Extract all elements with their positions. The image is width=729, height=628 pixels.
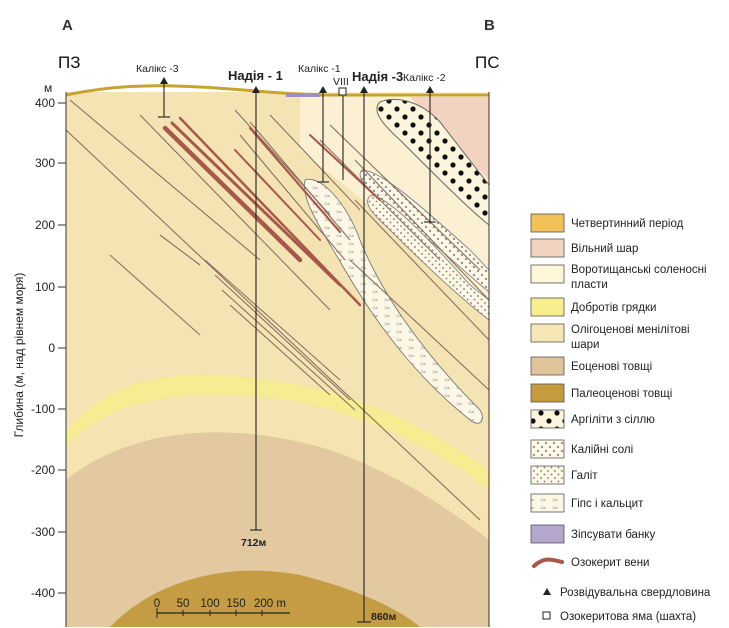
scale-label: 0 bbox=[154, 598, 160, 610]
y-tick-label: -400 bbox=[31, 586, 55, 600]
well-marker-icon bbox=[426, 86, 434, 93]
legend-label: Воротищанські соленосні пласти bbox=[571, 264, 710, 291]
legend-label: Галіт bbox=[571, 470, 598, 482]
legend-well-icon bbox=[543, 588, 551, 595]
legend-label: Калійні солі bbox=[571, 444, 633, 456]
y-tick-label: 100 bbox=[35, 280, 55, 294]
legend-label-line: шари bbox=[571, 339, 599, 351]
legend-swatch-menilite bbox=[531, 324, 564, 342]
scale-label: 150 bbox=[226, 598, 245, 610]
y-tick-label: -100 bbox=[31, 402, 55, 416]
legend-swatch-dobrotiv bbox=[531, 298, 564, 316]
legend-swatch-quaternary bbox=[531, 214, 564, 232]
well-marker-icon bbox=[160, 77, 168, 84]
well-label-kaliks-1: Калікс -1 bbox=[298, 63, 341, 75]
section-layers bbox=[66, 92, 489, 627]
well-label-kaliks-2: Калікс -2 bbox=[403, 72, 446, 84]
pit-marker-icon bbox=[339, 88, 346, 95]
legend-label: Четвертинний період bbox=[571, 218, 684, 230]
legend-label-line: Воротищанські соленосні bbox=[571, 264, 707, 276]
legend-label: Олігоценові менілітові шари bbox=[571, 324, 693, 351]
legend-label: Зіпсувати банку bbox=[571, 529, 655, 541]
side-label-left: ПЗ bbox=[58, 53, 81, 72]
legend-swatch-vorotyshche bbox=[531, 265, 564, 283]
well-label-nadiya-3: Надія -3 bbox=[352, 69, 403, 84]
well-marker-icon bbox=[319, 86, 327, 93]
legend-label: Палеоценові товщі bbox=[571, 388, 672, 400]
y-tick-label: 400 bbox=[35, 96, 55, 110]
legend-label-line: Олігоценові менілітові bbox=[571, 324, 690, 336]
depth-unit: м bbox=[44, 81, 52, 95]
legend-label: Гіпс і кальцит bbox=[571, 498, 644, 510]
legend-swatch-dump bbox=[531, 525, 564, 543]
y-axis-title: Глибина (м, над рівнем моря) bbox=[12, 273, 26, 438]
legend-pit-icon bbox=[543, 612, 550, 619]
scale-label: 100 bbox=[200, 598, 219, 610]
well-label-viii: VIII bbox=[333, 76, 349, 88]
legend-label: Аргіліти з сіллю bbox=[571, 414, 655, 426]
legend-swatch-gypsum bbox=[531, 494, 564, 512]
well-label-kaliks-3: Калікс -3 bbox=[136, 63, 179, 75]
legend-label: Розвідувальна свердловина bbox=[560, 587, 711, 599]
y-ticks bbox=[58, 103, 66, 593]
legend-label: Вільний шар bbox=[571, 243, 638, 255]
legend-swatches bbox=[531, 214, 564, 543]
legend-label: Добротів грядки bbox=[571, 302, 656, 314]
legend-swatch-potash bbox=[531, 440, 564, 458]
y-tick-label: 300 bbox=[35, 156, 55, 170]
corner-label-b: B bbox=[484, 17, 495, 34]
scale-label: 200 m bbox=[254, 598, 286, 610]
legend-label: Озокеритова яма (шахта) bbox=[560, 611, 696, 623]
y-tick-label: 0 bbox=[48, 341, 55, 355]
legend-swatch-halite bbox=[531, 466, 564, 484]
legend-label: Озокерит вени bbox=[571, 557, 649, 569]
y-tick-label: 200 bbox=[35, 218, 55, 232]
well-label-nadiya-1: Надія - 1 bbox=[228, 68, 283, 83]
legend-ozokerite-icon bbox=[534, 560, 562, 567]
well-marker-icon bbox=[360, 86, 368, 93]
legend-swatch-paleocene bbox=[531, 384, 564, 402]
y-tick-label: -300 bbox=[31, 525, 55, 539]
corner-label-a: A bbox=[62, 17, 73, 34]
legend-label: Еоценові товщі bbox=[571, 361, 652, 373]
depth-label-860: 860м bbox=[371, 611, 397, 623]
legend-swatch-free bbox=[531, 239, 564, 257]
depth-label-712: 712м bbox=[241, 537, 267, 549]
legend-swatch-eocene bbox=[531, 357, 564, 375]
legend-swatch-argillite bbox=[531, 410, 564, 428]
legend-label-line: пласти bbox=[571, 279, 608, 291]
y-tick-label: -200 bbox=[31, 463, 55, 477]
side-label-right: ПС bbox=[475, 53, 500, 72]
scale-label: 50 bbox=[177, 598, 190, 610]
